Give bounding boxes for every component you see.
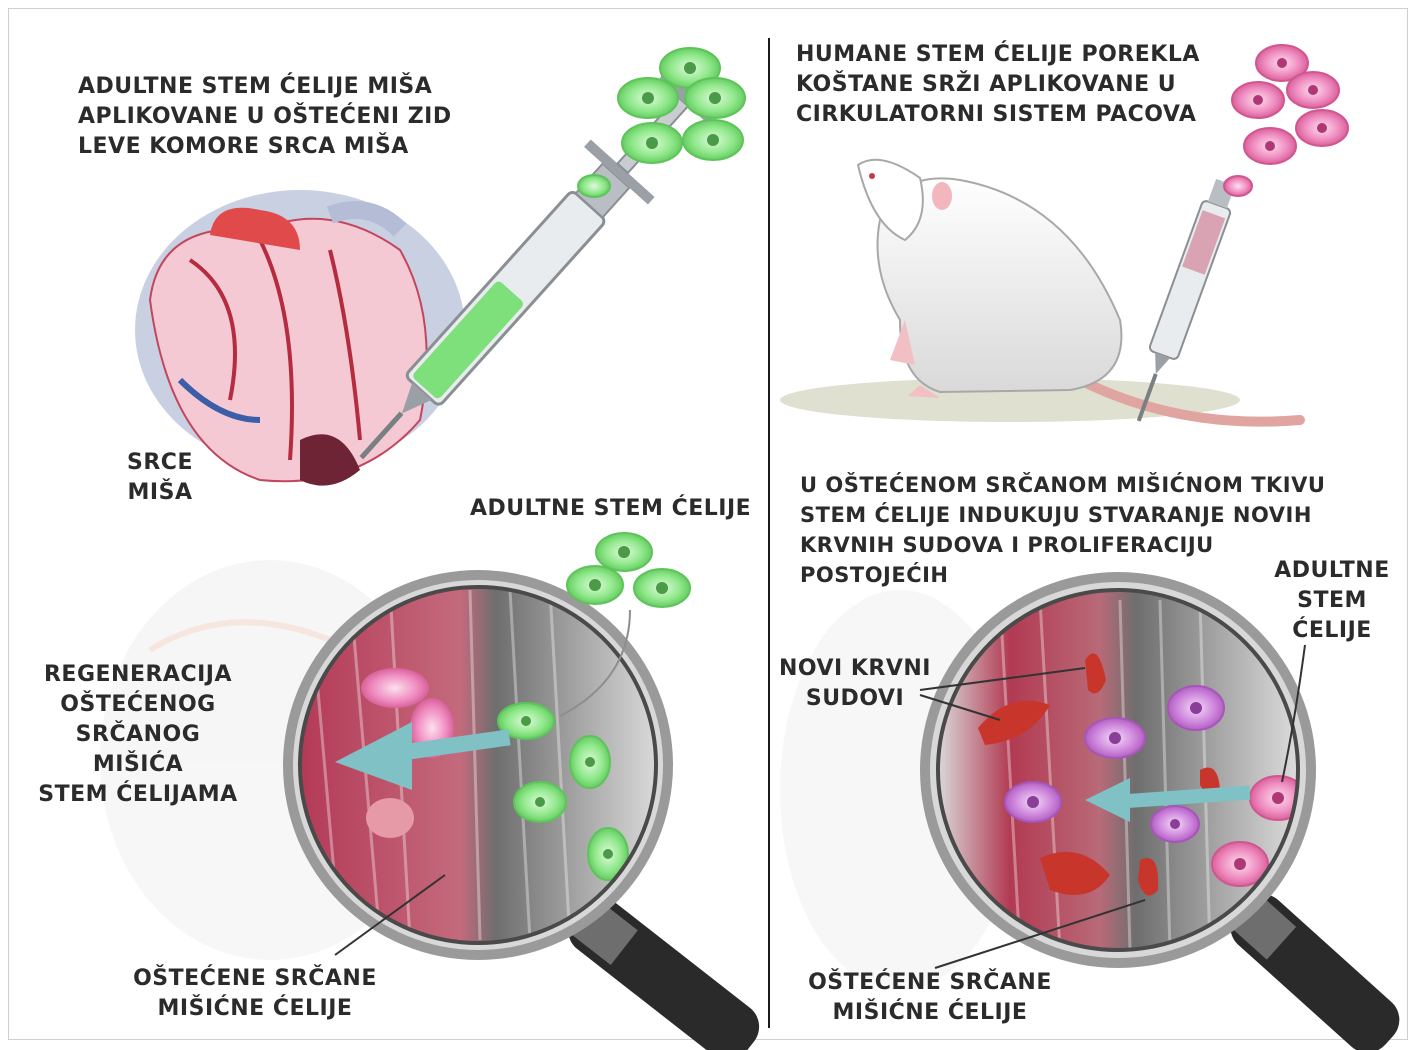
pink-stem-cells-top — [1224, 45, 1348, 196]
right-damaged-cells-label: OŠTEĆENE SRČANE MIŠIĆNE ĆELIJE — [795, 968, 1065, 1028]
panel-divider — [768, 38, 770, 1028]
right-stem-cells-label: ADULTNE STEM ĆELIJE — [1262, 556, 1402, 646]
regeneration-label: REGENERACIJA OŠTEĆENOG SRČANOG MIŠIĆA ST… — [28, 660, 248, 810]
left-damaged-cells-label: OŠTEĆENE SRČANE MIŠIĆNE ĆELIJE — [120, 964, 390, 1024]
cell-icon — [1244, 128, 1296, 164]
pink-muscle-cell — [366, 798, 414, 838]
cell-icon — [1168, 686, 1224, 730]
cell-icon — [622, 123, 682, 163]
cell-icon — [514, 782, 566, 822]
left-stem-cells-label: ADULTNE STEM ĆELIJE — [470, 494, 751, 524]
cell-icon — [1296, 110, 1348, 146]
cell-icon — [1005, 782, 1061, 822]
left-caption: ADULTNE STEM ĆELIJE MIŠA APLIKOVANE U OŠ… — [78, 72, 452, 162]
mouse-heart-icon — [135, 190, 465, 486]
cell-icon — [634, 569, 690, 607]
cell-icon — [683, 120, 743, 160]
cell-icon — [685, 78, 745, 118]
cell-icon — [1224, 176, 1252, 196]
cell-icon — [1085, 718, 1145, 758]
cell-icon — [570, 736, 610, 788]
vessels-label: NOVI KRVNI SUDOVI — [770, 654, 940, 714]
cell-icon — [618, 78, 678, 118]
cell-icon — [567, 566, 623, 604]
cell-icon — [1287, 72, 1339, 108]
cell-icon — [596, 533, 652, 571]
cell-icon — [578, 175, 610, 197]
right-caption: HUMANE STEM ĆELIJE POREKLA KOŠTANE SRŽI … — [796, 40, 1200, 130]
pink-muscle-cell — [361, 668, 429, 708]
heart-label: SRCE MIŠA — [110, 448, 210, 508]
effect-label: U OŠTEĆENOM SRČANOM MIŠIĆNOM TKIVU STEM … — [800, 470, 1325, 590]
cell-icon — [1232, 82, 1284, 118]
cell-icon — [1151, 806, 1199, 842]
